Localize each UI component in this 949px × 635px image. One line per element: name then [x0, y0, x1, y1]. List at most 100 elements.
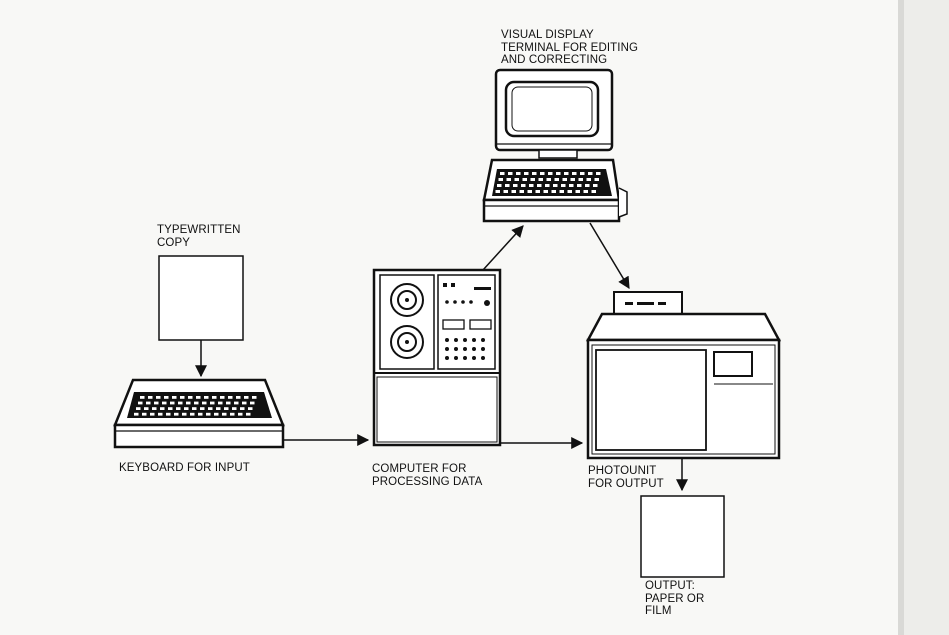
- label-line: OUTPUT:: [645, 580, 695, 592]
- key: [246, 412, 251, 416]
- key: [212, 396, 217, 399]
- panel-light: [454, 338, 458, 342]
- key: [178, 401, 183, 405]
- key: [244, 396, 249, 399]
- key: [236, 396, 241, 399]
- key: [218, 401, 223, 405]
- key: [511, 190, 516, 193]
- key: [506, 178, 511, 181]
- key: [529, 184, 534, 187]
- key: [556, 172, 561, 175]
- output-sheet: [640, 495, 725, 578]
- panel-light: [481, 338, 485, 342]
- key: [204, 396, 209, 399]
- key: [535, 190, 540, 193]
- key: [208, 407, 213, 410]
- panel-light: [469, 300, 473, 304]
- key: [138, 401, 143, 405]
- key: [160, 407, 165, 410]
- typewritten-copy-sheet: [158, 255, 244, 341]
- key: [228, 396, 233, 399]
- key: [516, 172, 521, 175]
- key: [194, 401, 199, 405]
- key: [561, 184, 566, 187]
- key: [521, 184, 526, 187]
- key: [174, 412, 179, 416]
- key: [192, 407, 197, 410]
- key: [164, 396, 169, 399]
- key: [156, 396, 161, 399]
- key: [220, 396, 225, 399]
- keyboard-icon: [113, 378, 285, 449]
- key: [136, 407, 141, 410]
- key: [224, 407, 229, 410]
- key: [146, 401, 151, 405]
- key: [562, 178, 567, 181]
- label-line: COMPUTER FOR: [372, 463, 467, 475]
- key: [238, 412, 243, 416]
- panel-light: [472, 338, 476, 342]
- key: [575, 190, 580, 193]
- key: [543, 190, 548, 193]
- key: [578, 178, 583, 181]
- key: [242, 401, 247, 405]
- label-line: PAPER OR: [645, 592, 705, 605]
- key: [551, 190, 556, 193]
- key: [553, 184, 558, 187]
- panel-light: [453, 300, 457, 304]
- key: [168, 407, 173, 410]
- key: [230, 412, 235, 416]
- key: [196, 396, 201, 399]
- key: [538, 178, 543, 181]
- key: [214, 412, 219, 416]
- key: [585, 184, 590, 187]
- key: [530, 178, 535, 181]
- arrow-terminal-to-photounit: [589, 222, 630, 290]
- key: [158, 412, 163, 416]
- key: [572, 172, 577, 175]
- label-line: TYPEWRITTEN: [157, 224, 241, 236]
- panel-light: [454, 347, 458, 351]
- key: [567, 190, 572, 193]
- key: [577, 184, 582, 187]
- key: [232, 407, 237, 410]
- key: [545, 184, 550, 187]
- key: [234, 401, 239, 405]
- panel-light: [454, 356, 458, 360]
- key: [150, 412, 155, 416]
- label-line: COPY: [157, 236, 190, 249]
- key: [186, 401, 191, 405]
- panel-light: [445, 300, 449, 304]
- key: [522, 178, 527, 181]
- key: [250, 401, 255, 405]
- key: [497, 184, 502, 187]
- key: [222, 412, 227, 416]
- label-line: FOR OUTPUT: [588, 477, 664, 490]
- panel-light: [472, 347, 476, 351]
- computer-icon: [372, 268, 502, 447]
- label-typewritten-copy: TYPEWRITTEN COPY: [157, 224, 241, 249]
- key: [588, 172, 593, 175]
- label-line: KEYBOARD FOR INPUT: [119, 462, 250, 474]
- label-line: AND CORRECTING: [501, 54, 608, 66]
- panel-light: [481, 347, 485, 351]
- key: [134, 412, 139, 416]
- key: [548, 172, 553, 175]
- key: [166, 412, 171, 416]
- key: [172, 396, 177, 399]
- panel-light: [445, 338, 449, 342]
- panel-light: [445, 356, 449, 360]
- key: [498, 178, 503, 181]
- key: [202, 401, 207, 405]
- key: [154, 401, 159, 405]
- key: [503, 190, 508, 193]
- label-line: PROCESSING DATA: [372, 475, 483, 488]
- key: [200, 407, 205, 410]
- key: [198, 412, 203, 416]
- key: [519, 190, 524, 193]
- key: [500, 172, 505, 175]
- panel-light: [481, 356, 485, 360]
- label-terminal: VISUAL DISPLAY TERMINAL FOR EDITING AND …: [501, 29, 638, 67]
- key: [540, 172, 545, 175]
